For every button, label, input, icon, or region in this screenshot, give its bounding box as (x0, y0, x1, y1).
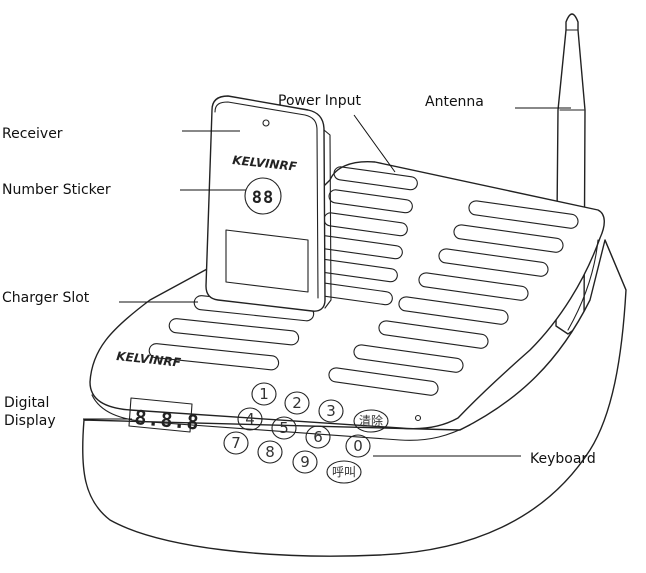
charger-slots-right (328, 200, 579, 396)
label-power-input: Power Input (278, 93, 362, 109)
key-shape (251, 382, 277, 406)
key-shape (237, 407, 263, 431)
label-receiver: Receiver (2, 126, 63, 142)
key-9[interactable]: 9 (292, 450, 318, 474)
key-3[interactable]: 3 (318, 399, 344, 423)
keypad: 1 2 3 清除 4 5 6 0 7 8 9 呼叫 (223, 382, 389, 484)
key-shape (292, 450, 318, 474)
key-label: 4 (245, 410, 255, 428)
key-5[interactable]: 5 (271, 416, 297, 440)
key-shape (284, 391, 310, 415)
key-clear[interactable]: 清除 (353, 409, 389, 433)
key-label: 1 (259, 385, 269, 403)
label-number-sticker: Number Sticker (2, 182, 111, 198)
key-label: 清除 (359, 413, 383, 428)
key-label: 6 (313, 428, 323, 446)
label-keyboard: Keyboard (530, 451, 596, 467)
key-shape (345, 434, 371, 458)
key-label: 7 (231, 434, 241, 452)
key-6[interactable]: 6 (305, 425, 331, 449)
callout-lines (83, 107, 571, 457)
label-digital: Digital (4, 395, 49, 411)
label-display: Display (4, 413, 56, 429)
key-shape (326, 460, 362, 484)
indicator-light (414, 414, 422, 422)
charger-slots-left (148, 166, 418, 371)
key-shape (353, 409, 389, 433)
key-label: 8 (265, 443, 275, 461)
key-label: 呼叫 (332, 465, 356, 479)
key-2[interactable]: 2 (284, 391, 310, 415)
sticker-number: 88 (252, 188, 274, 208)
key-label: 9 (300, 453, 310, 471)
key-4[interactable]: 4 (237, 407, 263, 431)
key-label: 3 (326, 402, 336, 420)
receiver-brand: KELVINRF (232, 153, 299, 174)
key-shape (318, 399, 344, 423)
key-shape (257, 440, 283, 464)
key-label: 2 (292, 394, 302, 412)
number-sticker (244, 177, 282, 215)
base-brand: KELVINRF (116, 349, 183, 370)
key-shape (305, 425, 331, 449)
key-shape (271, 416, 297, 440)
label-charger-slot: Charger Slot (2, 290, 90, 306)
key-call[interactable]: 呼叫 (326, 460, 362, 484)
key-label: 5 (279, 419, 289, 437)
key-7[interactable]: 7 (223, 431, 249, 455)
display-digits: 8.8.8 (134, 405, 201, 435)
key-shape (223, 431, 249, 455)
key-8[interactable]: 8 (257, 440, 283, 464)
key-0[interactable]: 0 (345, 434, 371, 458)
label-antenna: Antenna (425, 94, 484, 110)
digital-display: 8.8.8 (128, 397, 201, 435)
receiver-pager: KELVINRF 88 (205, 95, 332, 312)
key-label: 0 (353, 437, 363, 455)
charger-base (81, 161, 627, 557)
key-1[interactable]: 1 (251, 382, 277, 406)
